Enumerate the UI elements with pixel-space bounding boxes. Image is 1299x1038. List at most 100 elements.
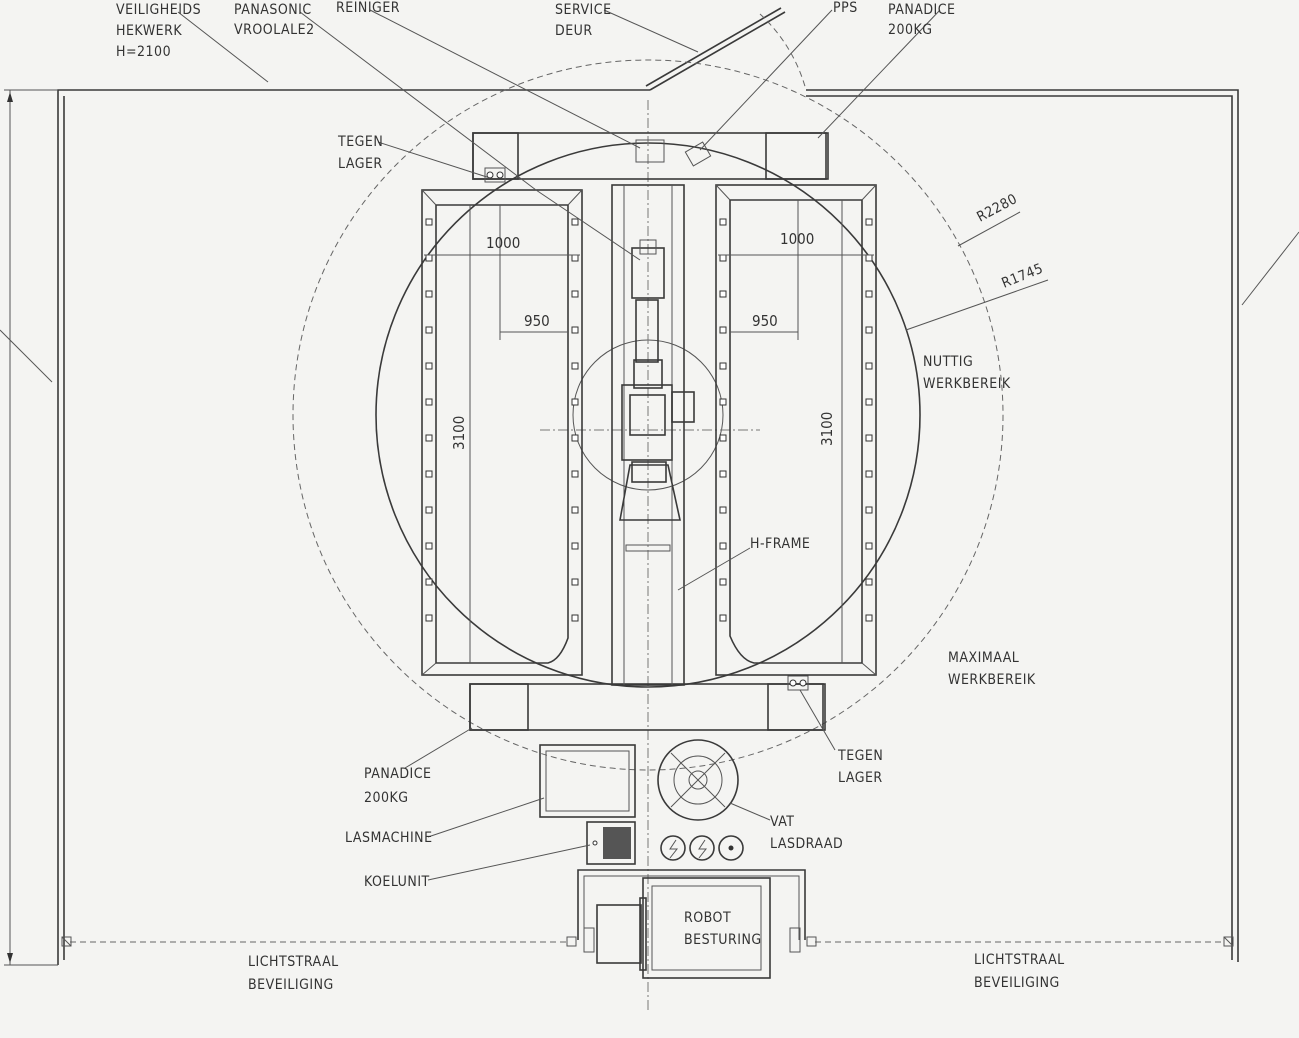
maximaal-werkbereik-label-2: WERKBEREIK: [948, 672, 1036, 688]
cooling-unit: [586, 821, 636, 865]
right-work-table: [715, 184, 877, 676]
panadice-bottom-label-1: PANADICE: [364, 766, 432, 782]
table-bolt: [719, 578, 727, 586]
cleaner-unit: [635, 139, 665, 163]
table-bolt: [571, 434, 579, 442]
bottom-positioner-beam: [469, 675, 826, 731]
lichtstraal-left-label-1: LICHTSTRAAL: [248, 954, 339, 970]
table-bolt: [865, 470, 873, 478]
table-bolt: [425, 470, 433, 478]
radius-2280-label: R2280: [974, 191, 1020, 225]
koelunit-label: KOELUNIT: [364, 874, 430, 890]
panadice-top-label-1: PANADICE: [888, 2, 956, 18]
table-bolt: [865, 362, 873, 370]
pps-unit: [684, 141, 712, 167]
labels: VEILIGHEIDS HEKWERK H=2100 PANASONIC VRO…: [116, 0, 1065, 993]
panadice-top-label-2: 200KG: [888, 22, 933, 38]
table-bolt: [425, 326, 433, 334]
nuttig-werkbereik-label-1: NUTTIG: [923, 354, 973, 370]
table-bolt: [865, 542, 873, 550]
veiligheidshekwerk-label-2: HEKWERK: [116, 23, 182, 39]
table-bolt: [719, 290, 727, 298]
light-curtain: [61, 936, 1234, 947]
lichtstraal-right-label-1: LICHTSTRAAL: [974, 952, 1065, 968]
table-bolt: [865, 614, 873, 622]
vat-lasdraad-label-1: VAT: [770, 814, 794, 830]
table-bolt: [425, 434, 433, 442]
table-bolt: [571, 398, 579, 406]
service-door-leaf: [649, 11, 786, 91]
table-bolt: [719, 470, 727, 478]
left-length-dimension: 3100: [450, 416, 468, 450]
table-bolt: [865, 578, 873, 586]
panadice-bottom-label-2: 200KG: [364, 790, 409, 806]
door-swing-arc: [759, 13, 807, 91]
table-bolt: [571, 506, 579, 514]
table-bolt: [865, 506, 873, 514]
table-bolt: [865, 398, 873, 406]
table-bolt: [425, 614, 433, 622]
reiniger-label: REINIGER: [336, 0, 400, 16]
table-bolt: [719, 434, 727, 442]
table-bolt: [571, 614, 579, 622]
power-sockets: [660, 835, 744, 861]
table-bolt: [571, 290, 579, 298]
panasonic-label-1: PANASONIC: [234, 2, 312, 18]
table-bolt: [865, 254, 873, 262]
tegen-lager-top-label-2: LAGER: [338, 156, 383, 172]
h-frame-label: H-FRAME: [750, 536, 810, 552]
robot-controller: [577, 869, 806, 979]
table-bolt: [719, 398, 727, 406]
wire-drum: [657, 739, 739, 821]
radius-1745-label: R1745: [1000, 261, 1046, 292]
table-bolt: [425, 362, 433, 370]
table-bolts: [425, 218, 873, 622]
max-reach-circle: [292, 59, 1004, 771]
veiligheidshekwerk-label-3: H=2100: [116, 44, 171, 60]
maximaal-werkbereik-label-1: MAXIMAAL: [948, 650, 1019, 666]
right-length-dimension: 3100: [818, 412, 836, 446]
table-bolt: [571, 362, 579, 370]
table-bolt: [425, 578, 433, 586]
tegen-lager-bottom-label-1: TEGEN: [837, 748, 883, 764]
table-bolt: [425, 506, 433, 514]
left-width-dimension: 1000: [486, 234, 520, 252]
welding-machine: [539, 744, 636, 818]
table-bolt: [719, 542, 727, 550]
left-work-table: [421, 189, 583, 676]
left-dimension-line: [4, 89, 58, 966]
service-deur-label-2: DEUR: [555, 23, 593, 39]
table-bolt: [425, 254, 433, 262]
lichtstraal-right-label-2: BEVEILIGING: [974, 975, 1060, 991]
table-bolt: [719, 326, 727, 334]
table-bolt: [719, 506, 727, 514]
table-bolt: [865, 290, 873, 298]
table-bolt: [571, 218, 579, 226]
pps-label: PPS: [833, 0, 858, 16]
service-deur-label-1: SERVICE: [555, 2, 612, 18]
table-bolt: [425, 542, 433, 550]
right-width-dimension: 1000: [780, 230, 814, 248]
robot-besturing-label-2: BESTURING: [684, 932, 762, 948]
table-bolt: [571, 470, 579, 478]
table-bolt: [719, 614, 727, 622]
tegen-lager-bottom-label-2: LAGER: [838, 770, 883, 786]
table-bolt: [425, 290, 433, 298]
panasonic-label-2: VROOLALE2: [234, 22, 315, 38]
table-bolt: [865, 434, 873, 442]
lichtstraal-left-label-2: BEVEILIGING: [248, 977, 334, 993]
table-bolt: [425, 218, 433, 226]
welding-robot: [619, 239, 695, 521]
leader-lines: [0, 9, 1299, 881]
table-bolt: [719, 218, 727, 226]
nuttig-werkbereik-label-2: WERKBEREIK: [923, 376, 1011, 392]
dimension-lines: [424, 200, 874, 663]
table-bolt: [865, 218, 873, 226]
vat-lasdraad-label-2: LASDRAAD: [770, 836, 843, 852]
table-bolt: [719, 254, 727, 262]
right-inner-dimension: 950: [752, 312, 778, 330]
tegen-lager-top-label-1: TEGEN: [337, 134, 383, 150]
veiligheidshekwerk-label-1: VEILIGHEIDS: [116, 2, 201, 18]
robot-besturing-label-1: ROBOT: [684, 910, 731, 926]
